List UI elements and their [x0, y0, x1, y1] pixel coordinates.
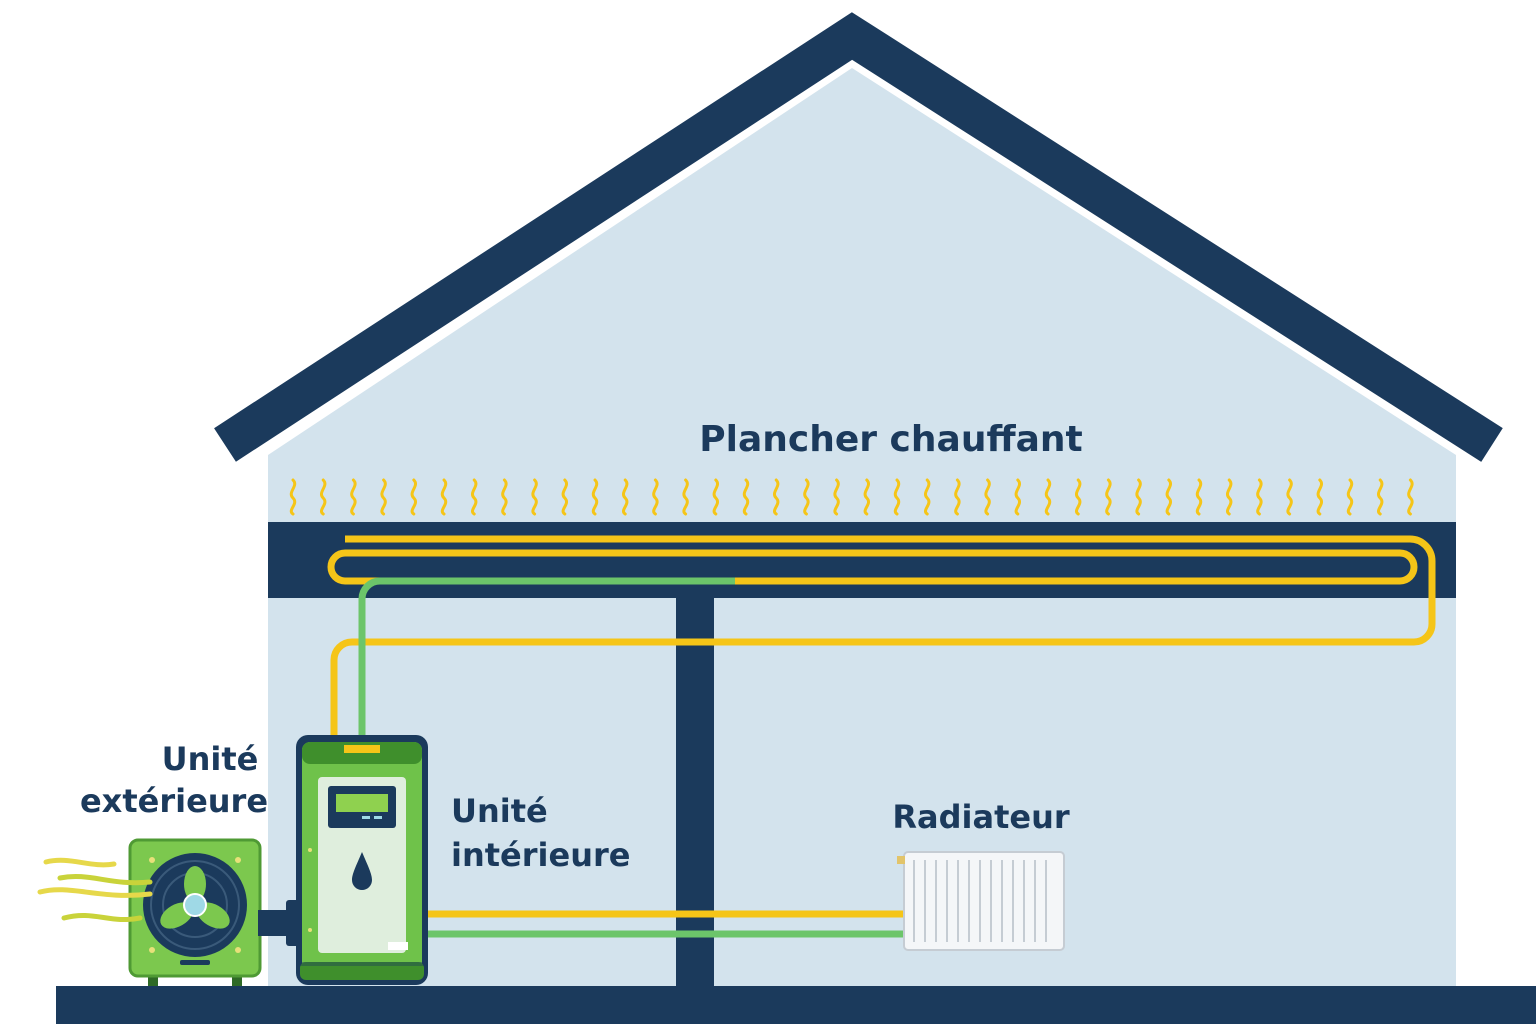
- heat-wave-icon: [289, 478, 1414, 516]
- floor-heating-label: Plancher chauffant: [699, 419, 1083, 460]
- floor-return-pipe: [358, 577, 735, 740]
- heat-wave: [1165, 478, 1172, 516]
- heat-wave: [742, 478, 750, 516]
- heat-wave: [984, 478, 991, 516]
- heat-wave: [1256, 478, 1263, 516]
- heat-wave: [652, 478, 659, 516]
- outdoor-unit-label-line1: Unité: [162, 740, 259, 778]
- heat-wave: [924, 478, 931, 516]
- heat-wave: [1044, 478, 1052, 516]
- heat-wave: [1316, 478, 1323, 516]
- heat-wave: [380, 478, 387, 516]
- heat-wave: [531, 478, 538, 516]
- heat-wave: [1377, 478, 1384, 516]
- heat-wave: [803, 478, 810, 516]
- floor-slab: [268, 522, 1456, 598]
- floor-heating-coil: [327, 549, 1418, 585]
- heat-wave: [682, 478, 689, 516]
- ground: [56, 986, 1536, 1024]
- air-flow-icon: [37, 857, 153, 923]
- heat-wave: [1346, 478, 1354, 516]
- heat-wave: [833, 478, 840, 516]
- radiator: [897, 851, 1065, 951]
- heat-wave: [440, 478, 448, 516]
- heat-wave: [954, 478, 961, 516]
- heat-wave: [1407, 478, 1414, 516]
- fan-icon: [160, 866, 230, 929]
- heat-wave: [712, 478, 719, 516]
- indoor-unit-label-line2: intérieure: [451, 836, 630, 874]
- house-roof: [214, 12, 1503, 462]
- heat-wave: [1195, 478, 1203, 516]
- heat-wave: [471, 478, 478, 516]
- outdoor-unit-label-line2: extérieure: [80, 782, 268, 820]
- water-drop-icon: [352, 852, 372, 890]
- heat-wave: [773, 478, 780, 516]
- heat-wave: [1105, 478, 1112, 516]
- heat-wave: [591, 478, 599, 516]
- heat-wave: [1286, 478, 1293, 516]
- indoor-unit: [296, 735, 428, 985]
- heat-wave: [410, 478, 417, 516]
- radiator-label: Radiateur: [892, 798, 1069, 836]
- heat-wave: [501, 478, 508, 516]
- heat-wave: [622, 478, 629, 516]
- heat-wave: [893, 478, 901, 516]
- heat-wave: [1135, 478, 1142, 516]
- heat-wave: [1014, 478, 1021, 516]
- heat-wave: [350, 478, 357, 516]
- heat-wave: [1226, 478, 1233, 516]
- center-column: [676, 598, 714, 990]
- heat-wave: [561, 478, 568, 516]
- heat-wave: [320, 478, 327, 516]
- indoor-unit-label-line1: Unité: [451, 792, 548, 830]
- outdoor-unit: [128, 838, 300, 986]
- heat-wave: [1075, 478, 1082, 516]
- heat-wave: [289, 478, 297, 516]
- heat-wave: [863, 478, 870, 516]
